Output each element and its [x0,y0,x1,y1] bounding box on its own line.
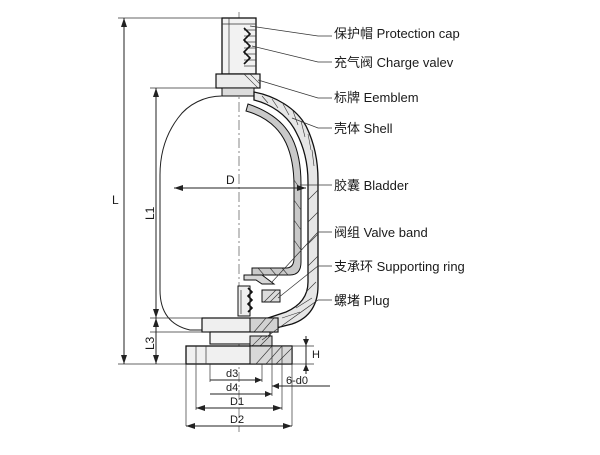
plug-part [249,335,273,347]
callout-leaders [249,25,332,341]
callout-valve-band: 阀组 Valve band [334,225,428,240]
dim-L-label: L [112,193,119,207]
shell-section [253,91,319,331]
dim-holes-label: 6-d0 [286,375,308,387]
shell-outline-left [159,95,223,331]
dim-L1 [150,87,216,319]
callout-charge-valve: 充气阀 Charge valev [334,55,454,70]
callout-plug: 螺堵 Plug [334,293,390,308]
callout-supporting-ring: 支承环 Supporting ring [334,259,465,274]
dim-d4-label: d4 [226,382,238,394]
dim-d3 [210,377,262,383]
dim-D-label: D [226,173,235,187]
callout-protection-cap: 保护帽 Protection cap [334,26,460,41]
dim-D1-label: D1 [230,396,244,408]
bladder-part [245,103,302,276]
callout-bladder: 胶囊 Bladder [334,178,409,193]
bottom-extension-lines [185,364,293,426]
protection-cap-part [221,17,257,75]
dim-d4 [210,391,272,397]
dim-L1-label: L1 [143,206,157,220]
flange-part [185,345,293,365]
dim-d3-label: d3 [226,368,238,380]
callout-shell: 壳体 Shell [334,121,393,136]
dim-H [292,336,314,374]
dim-H-label: H [312,349,320,361]
charge-valve-part [215,73,261,97]
dim-D [174,185,306,191]
dim-L3 [150,318,210,364]
dim-L [118,17,222,365]
dim-L3-label: L3 [143,336,157,350]
dim-D2-label: D2 [230,414,244,426]
dim-holes [272,383,330,389]
valve-band-part [237,274,281,317]
dim-D1 [196,405,282,411]
callout-emblem: 标牌 Eemblem [334,90,419,105]
dim-D2 [186,423,292,429]
